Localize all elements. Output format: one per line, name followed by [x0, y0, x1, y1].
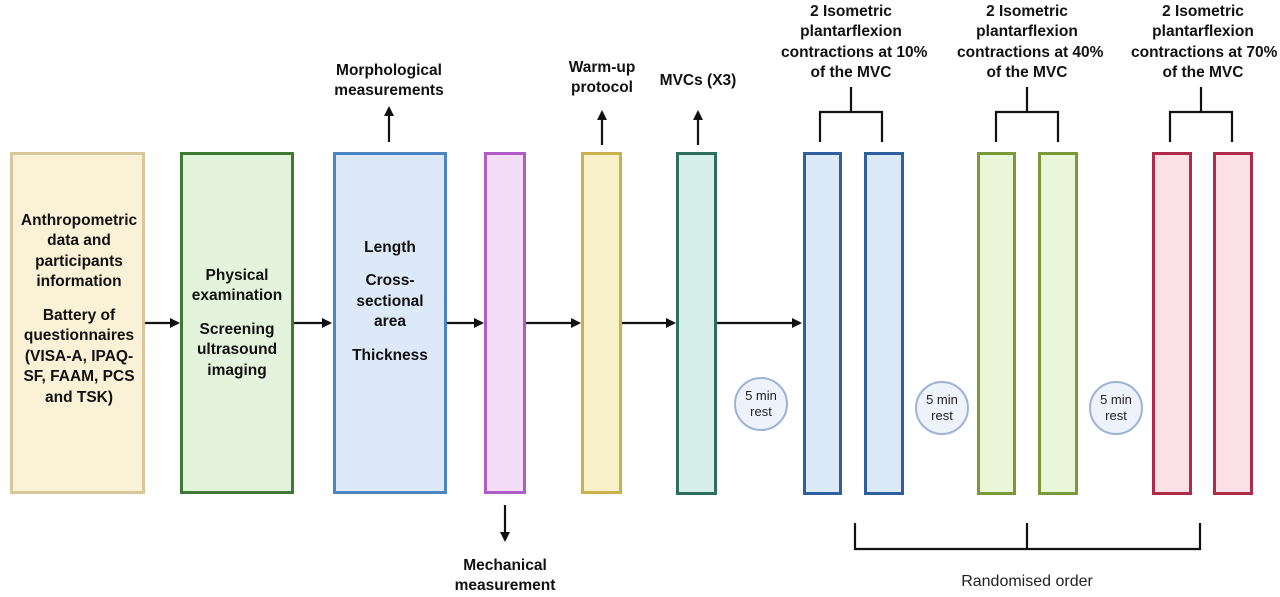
physical-line: examination [191, 287, 283, 305]
contraction-label-40: 2 Isometric plantarflexion contractions … [957, 2, 1104, 84]
box-morphological [333, 152, 447, 494]
box-contraction-10b [864, 152, 904, 495]
rest-text: rest [931, 408, 953, 423]
mechanical-label: Mechanical measurement [430, 556, 580, 597]
contraction-line: contractions at 70% [1131, 43, 1278, 61]
anthropometric-text: Anthropometric data and participants inf… [10, 211, 148, 408]
anthropometric-line: information [36, 273, 122, 291]
contraction-line: of the MVC [810, 64, 892, 82]
screening-line: ultrasound [196, 341, 278, 359]
box-mechanical [484, 152, 526, 494]
contraction-label-10: 2 Isometric plantarflexion contractions … [781, 2, 928, 84]
warmup-label: Warm-up protocol [552, 58, 652, 99]
contraction-line: plantarflexion [1152, 23, 1254, 41]
contraction-line: plantarflexion [800, 23, 902, 41]
bracket-randomised [853, 523, 1202, 551]
contraction-line: 2 Isometric [810, 3, 892, 20]
rest-text: 5 min [926, 392, 958, 408]
physical-text: Physical examination Screening ultrasoun… [180, 266, 294, 381]
length-line: Length [364, 239, 416, 256]
contraction-line: contractions at 40% [957, 43, 1104, 61]
questionnaire-line: questionnaires [23, 327, 135, 345]
box-anthropometric [10, 152, 145, 494]
randomised-order-label: Randomised order [961, 573, 1093, 590]
contraction-line: of the MVC [986, 64, 1068, 82]
contraction-line: contractions at 10% [781, 43, 928, 61]
box-mvc [676, 152, 717, 495]
rest-text: 5 min [745, 388, 777, 404]
csa-line: Cross- [365, 272, 415, 290]
csa-line: sectional [356, 292, 424, 310]
box-contraction-40a [977, 152, 1016, 495]
morphological-label-line: Morphological [336, 62, 442, 79]
bracket-40 [994, 87, 1060, 142]
mechanical-label-line: Mechanical [463, 557, 547, 574]
bracket-10 [818, 87, 884, 142]
box-contraction-70b [1213, 152, 1253, 495]
box-contraction-70a [1152, 152, 1192, 495]
contraction-line: 2 Isometric [986, 3, 1068, 20]
csa-line: area [374, 313, 406, 331]
anthropometric-line: data and [47, 232, 111, 250]
rest-text: 5 min [1100, 392, 1132, 408]
physical-line: Physical [205, 267, 269, 284]
morphological-text: Length Cross- sectional area Thickness [333, 238, 447, 366]
contraction-line: plantarflexion [976, 23, 1078, 41]
box-contraction-40b [1038, 152, 1078, 495]
warmup-label-line: Warm-up [568, 59, 636, 76]
box-contraction-10a [803, 152, 842, 495]
screening-line: imaging [207, 361, 267, 379]
questionnaire-line: and TSK) [44, 388, 114, 406]
anthropometric-line: Anthropometric [20, 212, 138, 229]
mechanical-label-line: measurement [454, 577, 556, 595]
box-warmup [581, 152, 622, 494]
questionnaire-line: Battery of [42, 306, 116, 324]
bracket-70 [1168, 87, 1234, 142]
morphological-label: Morphological measurements [309, 61, 469, 102]
contraction-line: 2 Isometric [1162, 3, 1244, 20]
questionnaire-line: SF, FAAM, PCS [23, 368, 135, 386]
box-physical [180, 152, 294, 494]
mvc-label-line: MVCs (X3) [659, 72, 737, 89]
mvc-label: MVCs (X3) [648, 71, 748, 91]
morphological-label-line: measurements [334, 82, 444, 100]
rest-text: rest [1105, 408, 1127, 423]
anthropometric-line: participants [35, 252, 123, 270]
thickness-line: Thickness [352, 346, 428, 364]
screening-line: Screening [199, 320, 275, 338]
contraction-line: of the MVC [1162, 64, 1244, 82]
rest-text: rest [750, 404, 772, 419]
warmup-label-line: protocol [571, 79, 633, 97]
questionnaire-line: (VISA-A, IPAQ- [24, 347, 134, 365]
contraction-label-70: 2 Isometric plantarflexion contractions … [1131, 2, 1278, 84]
